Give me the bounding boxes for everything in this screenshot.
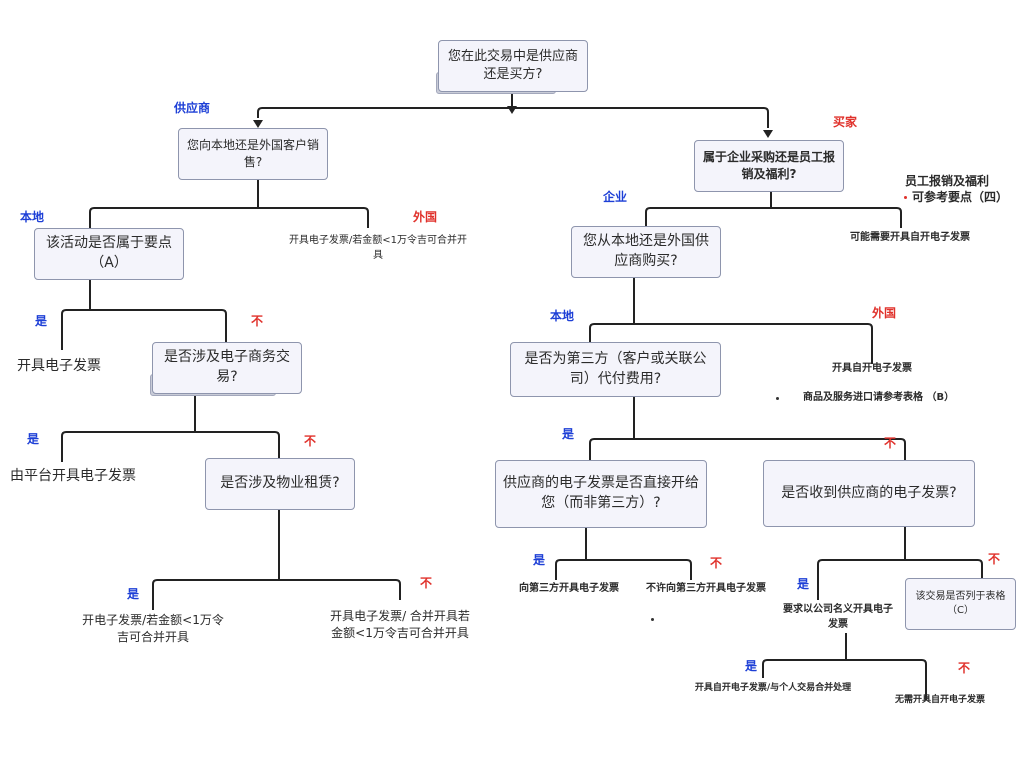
- outcome-staff-may-need: 可能需要开具自开电子发票: [850, 232, 970, 243]
- corp-or-staff-text: 属于企业采购还是员工报销及福利?: [702, 150, 835, 181]
- label-foreign-buyer: 外国: [872, 306, 897, 320]
- connector-buyer-branch: [645, 207, 902, 228]
- label-no-a: 不: [251, 314, 264, 328]
- root-question-text: 您在此交易中是供应商还是买方?: [447, 48, 578, 82]
- outcome-issue-einvoice: 开具电子发票: [17, 358, 101, 374]
- bullet-import-note: [776, 397, 779, 400]
- connector-direct-branch: [555, 559, 692, 580]
- label-yes-lease: 是: [127, 587, 140, 601]
- buy-local-foreign-box[interactable]: 您从本地还是外国供应商购买?: [571, 226, 721, 278]
- third-party-box[interactable]: 是否为第三方（客户或关联公司）代付费用?: [510, 342, 721, 397]
- outcome-self-bill-individual: 开具自开电子发票/与个人交易合并处理: [694, 683, 852, 693]
- label-no-company: 不: [958, 661, 971, 675]
- label-no-lease: 不: [420, 576, 433, 590]
- supplier-local-foreign-text: 您向本地还是外国客户销售?: [186, 138, 319, 169]
- label-yes-direct: 是: [533, 553, 546, 567]
- outcome-foreign-sale: 开具电子发票/若金额<1万令吉可合并开具: [288, 235, 468, 261]
- outcome-staff-note-1: 员工报销及福利: [904, 174, 989, 188]
- connector-buylocal-branch: [589, 323, 873, 364]
- label-local-buyer: 本地: [550, 309, 575, 323]
- outcome-lease-yes: 开电子发票/若金额<1万令吉可合并开具: [82, 613, 224, 645]
- connector-supplier-branch: [89, 207, 369, 228]
- buy-local-foreign-text: 您从本地还是外国供应商购买?: [583, 233, 709, 269]
- label-yes-company: 是: [745, 659, 758, 673]
- arrow-buyer: [763, 130, 773, 138]
- direct-to-you-box[interactable]: 供应商的电子发票是否直接开给您（而非第三方）?: [495, 460, 707, 528]
- ecommerce-text: 是否涉及电子商务交易?: [164, 349, 290, 385]
- connector-ecom-branch: [61, 431, 280, 462]
- outcome-import-note: 商品及服务进口请参考表格 （B）: [803, 392, 955, 403]
- corp-or-staff-box[interactable]: 属于企业采购还是员工报销及福利?: [694, 140, 844, 192]
- connector-third-branch: [589, 438, 906, 460]
- label-no-direct: 不: [710, 556, 723, 570]
- key-point-a-text: 该活动是否属于要点（A）: [46, 235, 172, 271]
- label-foreign-supplier: 外国: [413, 210, 438, 224]
- connector-received-branch: [817, 559, 983, 600]
- outcome-no-self-bill: 无需开具自开电子发票: [894, 695, 985, 705]
- bullet-not-allowed: [651, 618, 654, 621]
- outcome-platform-einvoice: 由平台开具电子发票: [10, 468, 136, 484]
- key-point-a-box[interactable]: 该活动是否属于要点（A）: [34, 228, 184, 280]
- label-no-ecom: 不: [304, 434, 317, 448]
- label-buyer: 买家: [833, 115, 858, 129]
- label-yes-ecom: 是: [27, 432, 40, 446]
- property-lease-box[interactable]: 是否涉及物业租赁?: [205, 458, 355, 510]
- outcome-not-allowed-third: 不许向第三方开具电子发票: [646, 583, 766, 594]
- bullet-staff-note: [904, 196, 907, 199]
- label-supplier: 供应商: [174, 101, 211, 115]
- label-local-supplier: 本地: [20, 210, 45, 224]
- received-einvoice-box[interactable]: 是否收到供应商的电子发票?: [763, 460, 975, 527]
- direct-to-you-text: 供应商的电子发票是否直接开给您（而非第三方）?: [503, 475, 699, 511]
- ecommerce-box[interactable]: 是否涉及电子商务交易?: [152, 342, 302, 394]
- property-lease-text: 是否涉及物业租赁?: [220, 475, 340, 492]
- outcome-lease-no: 开具电子发票/ 合并开具若金额<1万令吉可合并开具: [330, 609, 470, 641]
- label-no-received: 不: [988, 552, 1001, 566]
- label-yes-third: 是: [562, 427, 575, 441]
- outcome-to-third-party: 向第三方开具电子发票: [519, 583, 619, 594]
- received-einvoice-text: 是否收到供应商的电子发票?: [781, 484, 957, 501]
- listed-table-c-box[interactable]: 该交易是否列于表格（C）: [905, 578, 1016, 630]
- label-yes-a: 是: [35, 314, 48, 328]
- third-party-text: 是否为第三方（客户或关联公司）代付费用?: [524, 350, 707, 387]
- arrow-supplier: [253, 120, 263, 128]
- outcome-staff-note-2: 可参考要点（四）: [912, 190, 1009, 204]
- connector-company-branch: [762, 659, 927, 700]
- label-no-third: 不: [884, 436, 897, 450]
- listed-table-c-text: 该交易是否列于表格（C）: [915, 591, 1006, 616]
- supplier-local-foreign-box[interactable]: 您向本地还是外国客户销售?: [178, 128, 328, 180]
- connector-a-branch: [61, 309, 227, 350]
- label-enterprise: 企业: [603, 190, 628, 204]
- outcome-foreign-buy: 开具自开电子发票: [832, 363, 912, 374]
- label-yes-received: 是: [797, 577, 810, 591]
- outcome-require-company-name: 要求以公司名义开具电子发票: [783, 604, 893, 630]
- root-question-box[interactable]: 您在此交易中是供应商还是买方?: [438, 40, 588, 92]
- connector-lease-branch: [152, 579, 401, 610]
- arrow-root-down: [507, 106, 517, 114]
